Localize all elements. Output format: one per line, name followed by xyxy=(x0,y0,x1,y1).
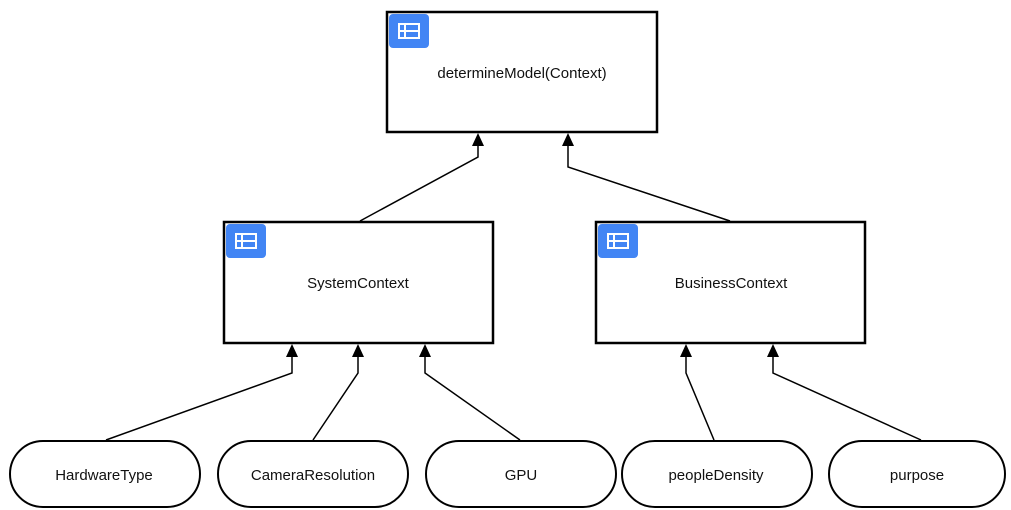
edge-business-context-to-determine-model xyxy=(562,133,731,222)
node-label-hardware-type: HardwareType xyxy=(55,467,153,484)
edges xyxy=(105,133,922,441)
node-label-purpose: purpose xyxy=(890,467,944,484)
node-label-people-density: peopleDensity xyxy=(668,467,764,484)
node-label-gpu: GPU xyxy=(505,467,538,484)
node-label-determine-model: determineModel(Context) xyxy=(437,65,606,82)
table-icon xyxy=(226,224,266,258)
edge-people-density-to-business-context xyxy=(680,344,715,441)
node-people-density[interactable]: peopleDensity xyxy=(621,440,813,508)
node-gpu[interactable]: GPU xyxy=(425,440,617,508)
node-system-context[interactable]: SystemContext xyxy=(222,220,495,345)
table-icon xyxy=(598,224,638,258)
node-purpose[interactable]: purpose xyxy=(828,440,1006,508)
edge-camera-resolution-to-system-context xyxy=(312,344,364,441)
node-hardware-type[interactable]: HardwareType xyxy=(9,440,201,508)
edge-gpu-to-system-context xyxy=(419,344,521,441)
edge-purpose-to-business-context xyxy=(767,344,922,441)
node-label-system-context: SystemContext xyxy=(307,275,410,292)
table-icon xyxy=(389,14,429,48)
node-label-camera-resolution: CameraResolution xyxy=(251,467,375,484)
edge-hardware-type-to-system-context xyxy=(105,344,298,441)
node-label-business-context: BusinessContext xyxy=(675,275,788,292)
edge-system-context-to-determine-model xyxy=(359,133,484,222)
node-determine-model[interactable]: determineModel(Context) xyxy=(385,10,659,134)
node-camera-resolution[interactable]: CameraResolution xyxy=(217,440,409,508)
node-business-context[interactable]: BusinessContext xyxy=(594,220,867,345)
